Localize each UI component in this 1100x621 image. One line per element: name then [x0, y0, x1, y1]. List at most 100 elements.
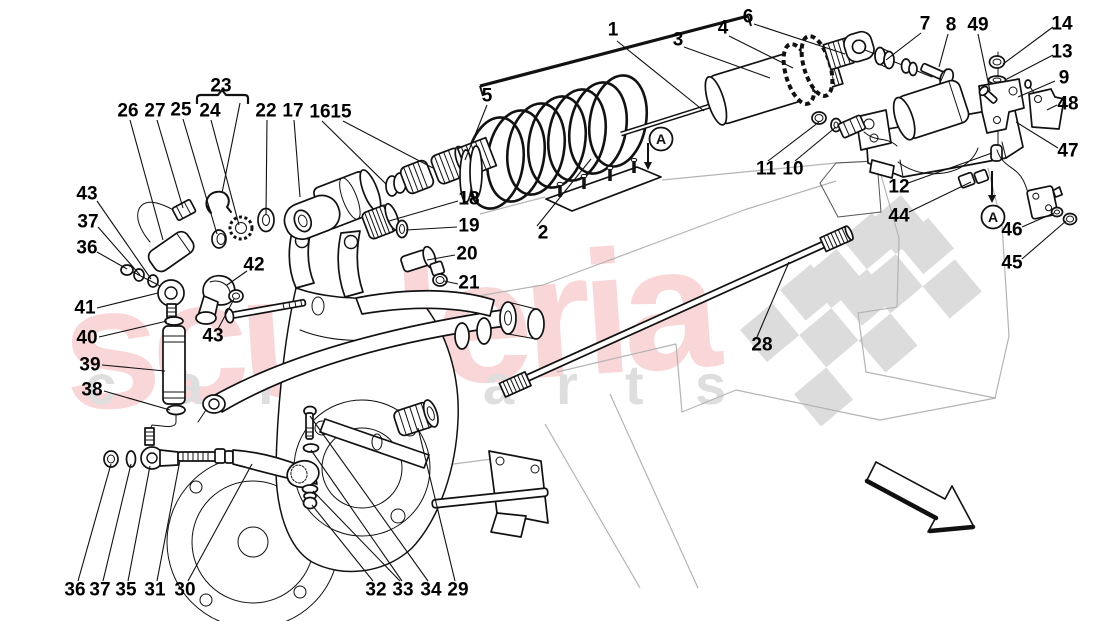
leader-line-1 [616, 40, 705, 112]
leader-line-43 [96, 200, 152, 280]
leader-line-45 [1021, 220, 1067, 260]
part-number-48: 48 [1057, 94, 1078, 115]
part-number-46: 46 [1001, 220, 1022, 241]
leader-line-47 [1015, 121, 1059, 149]
leader-line-26 [129, 119, 164, 241]
leader-lines [77, 23, 1067, 582]
leader-line-35 [127, 465, 151, 582]
part-number-32: 32 [365, 580, 386, 601]
part-number-27: 27 [144, 101, 165, 122]
checkered-flag-watermark [740, 195, 982, 427]
leader-line-21 [443, 280, 459, 285]
part-number-24: 24 [199, 101, 221, 122]
part-number-44: 44 [888, 206, 910, 227]
leader-line-23 [221, 102, 241, 194]
part-number-9: 9 [1059, 68, 1070, 89]
mount-plate [545, 157, 662, 212]
bracket-part-23 [195, 88, 250, 104]
detail-marker-a-0: A [644, 126, 674, 170]
part-number-38: 38 [81, 380, 102, 401]
leader-line-37 [102, 463, 132, 582]
leader-line-3 [683, 46, 771, 79]
leader-line-12 [907, 152, 993, 184]
part-number-43: 43 [202, 326, 223, 347]
top-left-parts-chain [137, 136, 498, 287]
leader-line-42 [226, 270, 248, 286]
leader-line-37 [97, 226, 141, 276]
leader-line-39 [101, 364, 166, 372]
part-number-11: 11 [756, 159, 777, 180]
leader-line-36 [77, 463, 112, 582]
leader-line-10 [794, 126, 837, 162]
leader-line-48 [1046, 104, 1058, 111]
part-number-30: 30 [174, 580, 195, 601]
part-number-23: 23 [210, 76, 231, 97]
leader-line-40 [98, 320, 168, 338]
part-number-5: 5 [482, 86, 493, 107]
leader-line-38 [103, 390, 171, 411]
part-number-33: 33 [392, 580, 413, 601]
part-number-36: 36 [64, 580, 85, 601]
part-number-6: 6 [743, 7, 754, 28]
direction-arrow-icon [865, 461, 975, 533]
leader-line-29 [417, 427, 456, 582]
part-number-14: 14 [1051, 14, 1073, 35]
bracket-part-1 [479, 14, 749, 88]
leader-line-2 [536, 158, 592, 227]
leader-line-14 [1002, 26, 1054, 65]
part-number-22: 22 [255, 101, 276, 122]
leader-line-41 [96, 292, 159, 309]
leader-line-30 [187, 463, 253, 582]
leader-line-4 [728, 35, 794, 69]
part-number-43: 43 [76, 184, 97, 205]
leader-line-22 [265, 119, 268, 216]
part-number-34: 34 [420, 580, 442, 601]
sensor-link [120, 264, 244, 446]
leader-line-46 [1021, 212, 1055, 228]
part-number-29: 29 [447, 580, 468, 601]
leader-line-5 [464, 104, 488, 161]
part-number-1: 1 [608, 20, 619, 41]
part-number-15: 15 [330, 102, 352, 123]
leader-line-44 [908, 181, 972, 213]
part-number-42: 42 [243, 255, 264, 276]
leader-line-25 [182, 118, 218, 235]
leader-line-34 [309, 415, 429, 582]
leader-line-31 [156, 459, 181, 582]
detail-marker-a-1: A [980, 171, 1006, 230]
leader-line-27 [156, 119, 184, 209]
leader-line-9 [1017, 80, 1056, 98]
part-number-37: 37 [89, 580, 110, 601]
part-number-10: 10 [782, 159, 803, 180]
part-number-19: 19 [458, 216, 479, 237]
part-number-40: 40 [76, 328, 97, 349]
part-number-20: 20 [456, 244, 477, 265]
leader-line-15 [342, 120, 434, 169]
part-number-16: 16 [309, 102, 330, 123]
part-number-18: 18 [458, 189, 479, 210]
part-number-17: 17 [282, 101, 303, 122]
leader-line-8 [938, 33, 949, 68]
leader-line-28 [756, 261, 790, 338]
leader-line-18 [388, 200, 459, 222]
leader-line-11 [767, 121, 820, 162]
leader-line-49 [977, 33, 991, 92]
part-number-39: 39 [79, 355, 100, 376]
watermark-letter-7: s [695, 353, 726, 416]
leader-line-36 [96, 251, 128, 270]
leader-line-19 [405, 226, 458, 231]
part-number-21: 21 [458, 273, 480, 294]
svg-text:A: A [656, 131, 666, 147]
leader-line-20 [426, 254, 456, 261]
part-number-45: 45 [1001, 253, 1023, 274]
part-number-41: 41 [74, 298, 96, 319]
leader-line-24 [210, 119, 240, 226]
leader-line-33 [312, 490, 401, 582]
part-number-7: 7 [920, 14, 931, 35]
leader-line-6 [753, 23, 846, 55]
upper-wishbone [197, 289, 545, 423]
part-number-3: 3 [673, 30, 684, 51]
